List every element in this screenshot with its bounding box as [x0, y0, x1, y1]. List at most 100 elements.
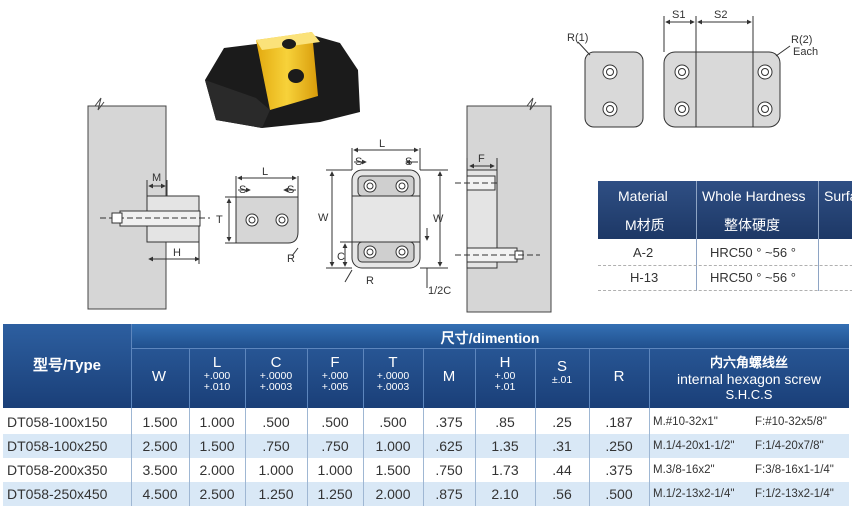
- col-h-tol-upper: +.00: [494, 370, 516, 382]
- col-l-tol-upper: +.000: [203, 370, 231, 382]
- material-row-2-material: H-13: [630, 270, 659, 285]
- screw-header-cn: 内六角螺线丝: [709, 355, 788, 370]
- col-c-tol-upper: +.0000: [259, 370, 293, 382]
- row-3-type: DT058-200x350: [7, 462, 108, 478]
- col-f-tol-lower: +.005: [321, 381, 349, 393]
- row-3-t: 1.500: [375, 462, 411, 478]
- row-4-w: 4.500: [142, 486, 178, 502]
- material-header-cn: M材质: [625, 217, 665, 233]
- label-t: T: [216, 214, 223, 226]
- screw-header-en: internal hexagon screw: [677, 371, 821, 387]
- row-4-t: 2.000: [375, 486, 411, 502]
- label-s2: S2: [714, 9, 727, 21]
- row-4-r: .500: [605, 486, 633, 502]
- label-half-c: 1/2C: [428, 285, 451, 297]
- label-s1: S1: [672, 9, 685, 21]
- row-2-l: 1.500: [199, 438, 235, 454]
- row-2-screw-m: M.1/4-20x1-1/2": [653, 440, 735, 452]
- row-4-screw-f: F:1/2-13x2-1/4": [755, 488, 834, 500]
- row-3-screw-m: M.3/8-16x2": [653, 464, 715, 476]
- label-f: F: [478, 153, 485, 165]
- row-1-l: 1.000: [199, 414, 235, 430]
- col-r-header: R: [613, 368, 625, 385]
- row-1-c: .500: [262, 414, 290, 430]
- surface-header: Surfa: [824, 188, 852, 204]
- label-h: H: [173, 247, 181, 259]
- product-photo: [205, 32, 360, 128]
- row-4-s: .56: [552, 486, 572, 502]
- row-2-w: 2.500: [142, 438, 178, 454]
- col-s-header: S: [556, 358, 567, 375]
- screw-header-shcs: S.H.C.S: [725, 387, 773, 402]
- table-row: DT058-200x350 3.500 2.000 1.000 1.000 1.…: [3, 458, 849, 482]
- row-2-m: .625: [435, 438, 463, 454]
- technical-drawing: M H L S S T R: [87, 9, 818, 313]
- row-1-m: .375: [435, 414, 463, 430]
- label-s-plate-right: S: [287, 184, 294, 196]
- row-4-m: .875: [435, 486, 463, 502]
- type-header: 型号/Type: [32, 357, 102, 374]
- dimension-table: 型号/Type 尺寸/dimention W L +.000 +.010 C +…: [3, 324, 849, 517]
- row-3-r: .375: [605, 462, 633, 478]
- row-2-c: .750: [262, 438, 290, 454]
- label-w-outer: W: [318, 212, 329, 224]
- drawing-plates-top: [577, 16, 791, 128]
- table-row: DT058-100x150 1.500 1.000 .500 .500 .500…: [3, 410, 849, 434]
- label-w-inner: W: [433, 213, 444, 225]
- row-2-s: .31: [552, 438, 572, 454]
- row-1-w: 1.500: [142, 414, 178, 430]
- row-1-type: DT058-100x150: [7, 414, 108, 430]
- hardness-header: Whole Hardness: [702, 188, 806, 204]
- row-1-s: .25: [552, 414, 572, 430]
- label-r-plate: R: [287, 253, 295, 265]
- row-1-t: .500: [379, 414, 407, 430]
- col-c-header: C: [270, 354, 282, 371]
- material-table-header: [598, 181, 852, 239]
- table-row: DT058-100x250 2.500 1.500 .750 .750 1.00…: [3, 434, 849, 458]
- table-row: DT058-250x450 4.500 2.500 1.250 1.250 2.…: [3, 482, 849, 506]
- label-l-plate: L: [262, 166, 268, 178]
- row-4-screw-m: M.1/2-13x2-1/4": [653, 488, 735, 500]
- material-row-1-hardness: HRC50 ° ~56 °: [710, 245, 796, 260]
- label-each: Each: [793, 46, 818, 58]
- label-r-front: R: [366, 275, 374, 287]
- col-h-header: H: [499, 354, 511, 371]
- label-c: C: [337, 251, 345, 263]
- row-2-screw-f: F:1/4-20x7/8": [755, 440, 824, 452]
- row-2-t: 1.000: [375, 438, 411, 454]
- material-table: Material Whole Hardness Surfa M材质 整体硬度 A…: [598, 181, 852, 291]
- col-l-header: L: [212, 354, 222, 371]
- row-2-type: DT058-100x250: [7, 438, 108, 454]
- row-1-r: .187: [605, 414, 633, 430]
- col-s-tol: ±.01: [551, 374, 573, 386]
- label-s-plate-left: S: [239, 184, 246, 196]
- col-l-tol-lower: +.010: [203, 381, 231, 393]
- row-2-h: 1.35: [491, 438, 519, 454]
- row-1-screw-m: M.#10-32x1": [653, 416, 718, 428]
- drawing-left-view: [87, 97, 210, 310]
- col-f-tol-upper: +.000: [321, 370, 349, 382]
- material-row-2-hardness: HRC50 ° ~56 °: [710, 270, 796, 285]
- material-header: Material: [618, 188, 668, 204]
- row-3-l: 2.000: [199, 462, 235, 478]
- label-s-front-right: S: [405, 156, 412, 168]
- col-h-tol-lower: +.01: [494, 381, 516, 393]
- col-c-tol-lower: +.0003: [259, 381, 293, 393]
- hardness-header-cn: 整体硬度: [724, 217, 780, 233]
- row-4-f: 1.250: [317, 486, 353, 502]
- row-2-f: .750: [321, 438, 349, 454]
- col-m-header: M: [442, 368, 456, 385]
- row-3-h: 1.73: [491, 462, 519, 478]
- row-3-m: .750: [435, 462, 463, 478]
- drawing-plate-view: [225, 175, 299, 257]
- row-1-h: .85: [495, 414, 515, 430]
- row-4-type: DT058-250x450: [7, 486, 108, 502]
- col-t-tol-upper: +.0000: [376, 370, 410, 382]
- label-l-front: L: [379, 138, 385, 150]
- row-3-screw-f: F:3/8-16x1-1/4": [755, 464, 834, 476]
- label-m: M: [152, 172, 161, 184]
- row-1-f: .500: [321, 414, 349, 430]
- col-w-header: W: [151, 368, 167, 385]
- drawing-right-view: [455, 97, 552, 313]
- label-r2: R(2): [791, 34, 812, 46]
